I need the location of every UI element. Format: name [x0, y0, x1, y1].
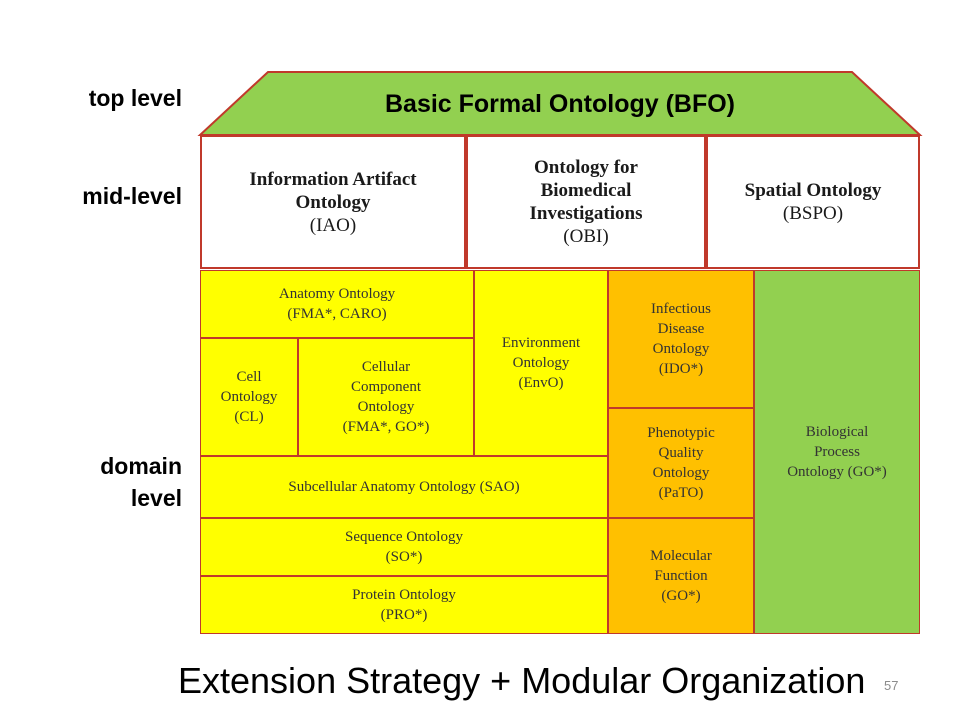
subcellular-line1: Subcellular Anatomy Ontology (SAO) — [288, 479, 520, 495]
bspo-box: Spatial Ontology (BSPO) — [706, 135, 920, 269]
cellular-component-ontology-box: Cellular Component Ontology (FMA*, GO*) — [298, 338, 474, 456]
top-level-label: top level — [88, 85, 182, 111]
anatomy-line2: (FMA*, CARO) — [287, 306, 387, 322]
molecular-function-box: Molecular Function (GO*) — [608, 518, 754, 634]
cellular-component-line1: Cellular — [361, 359, 411, 375]
subcellular-anatomy-ontology-box: Subcellular Anatomy Ontology (SAO) — [200, 456, 608, 518]
biological-process-ontology-box: Biological Process Ontology (GO*) — [754, 270, 920, 634]
sequence-ontology-box: Sequence Ontology (SO*) — [200, 518, 608, 576]
cellular-component-line4: (FMA*, GO*) — [342, 419, 430, 435]
domain-level-label-line2: level — [130, 485, 182, 511]
iao-line1: Information Artifact — [249, 168, 417, 190]
phenotypic-line2: Quality — [658, 445, 704, 461]
environment-line2: Ontology — [512, 355, 570, 371]
environment-line1: Environment — [501, 335, 581, 351]
phenotypic-quality-ontology-box: Phenotypic Quality Ontology (PaTO) — [608, 408, 754, 518]
cell-line1: Cell — [236, 369, 262, 385]
page-number: 57 — [884, 678, 899, 693]
cellular-component-line2: Component — [351, 379, 421, 395]
mid-level-label: mid-level — [82, 183, 182, 209]
obi-line3: Investigations — [529, 203, 643, 224]
domain-level-label: domain level — [40, 450, 182, 514]
phenotypic-line4: (PaTO) — [658, 485, 704, 501]
bfo-label: Basic Formal Ontology (BFO) — [385, 90, 735, 118]
obi-abbr: (OBI) — [563, 226, 609, 247]
phenotypic-line3: Ontology — [652, 465, 710, 481]
molecular-line1: Molecular — [650, 548, 712, 564]
protein-line1: Protein Ontology — [352, 587, 456, 603]
bio-process-line1: Biological — [805, 424, 869, 440]
sequence-line2: (SO*) — [385, 549, 423, 565]
anatomy-ontology-box: Anatomy Ontology (FMA*, CARO) — [200, 270, 474, 338]
cell-line2: Ontology — [220, 389, 278, 405]
bspo-line1: Spatial Ontology — [744, 180, 882, 201]
molecular-line3: (GO*) — [661, 588, 701, 604]
environment-line3: (EnvO) — [518, 375, 564, 391]
protein-ontology-box: Protein Ontology (PRO*) — [200, 576, 608, 634]
anatomy-line1: Anatomy Ontology — [278, 286, 396, 302]
infectious-disease-ontology-box: Infectious Disease Ontology (IDO*) — [608, 270, 754, 408]
iao-line2: Ontology — [295, 191, 371, 213]
environment-ontology-box: Environment Ontology (EnvO) — [474, 270, 608, 456]
molecular-line2: Function — [654, 568, 708, 584]
sequence-line1: Sequence Ontology — [345, 529, 463, 545]
obi-box: Ontology for Biomedical Investigations (… — [466, 135, 706, 269]
domain-level-label-line1: domain — [100, 453, 182, 479]
obi-line1: Ontology for — [534, 157, 638, 178]
cell-line3: (CL) — [234, 409, 264, 425]
protein-line2: (PRO*) — [380, 607, 428, 623]
obi-line2: Biomedical — [540, 180, 632, 201]
infectious-line4: (IDO*) — [658, 361, 704, 377]
iao-abbr: (IAO) — [309, 214, 357, 236]
bfo-roof-shape — [197, 71, 923, 136]
bio-process-line2: Process — [814, 444, 860, 460]
infectious-line3: Ontology — [652, 341, 710, 357]
bspo-abbr: (BSPO) — [782, 203, 844, 224]
cellular-component-line3: Ontology — [357, 399, 415, 415]
iao-box: Information Artifact Ontology (IAO) — [200, 135, 466, 269]
infectious-line2: Disease — [657, 321, 705, 337]
bio-process-line3: Ontology (GO*) — [787, 464, 887, 480]
slide-caption: Extension Strategy + Modular Organizatio… — [178, 660, 866, 701]
cell-ontology-box: Cell Ontology (CL) — [200, 338, 298, 456]
phenotypic-line1: Phenotypic — [647, 425, 715, 441]
infectious-line1: Infectious — [651, 301, 711, 317]
